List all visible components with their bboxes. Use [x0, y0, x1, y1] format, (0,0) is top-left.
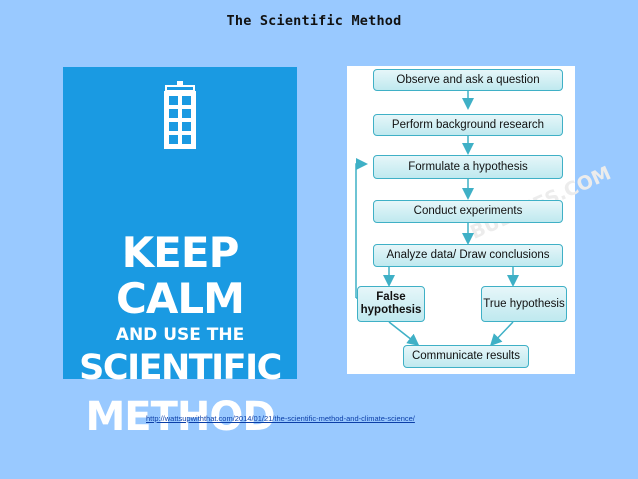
slide-title: The Scientific Method — [226, 13, 402, 29]
scientific-method-flowchart: BUDDIES.COM Observe and ask a question P… — [347, 66, 614, 374]
step-conduct-experiments: Conduct experiments — [373, 200, 563, 223]
poster-line-and-use-the: AND USE THE — [115, 325, 245, 345]
source-link[interactable]: http://wattsupwiththat.com/2014/01/21/th… — [146, 414, 415, 423]
keep-calm-poster: KEEP CALM AND USE THE SCIENTIFIC METHOD — [63, 67, 297, 437]
step-communicate-results: Communicate results — [403, 345, 529, 368]
step-observe: Observe and ask a question — [373, 69, 563, 91]
false-hypothesis-box: False hypothesis — [357, 286, 425, 322]
step-analyze-data: Analyze data/ Draw conclusions — [373, 244, 563, 267]
poster-line-method: METHOD — [85, 394, 275, 440]
poster-line-keep: KEEP — [121, 228, 240, 277]
step-formulate-hypothesis: Formulate a hypothesis — [373, 155, 563, 179]
poster-line-scientific: SCIENTIFIC — [79, 348, 282, 388]
step-background-research: Perform background research — [373, 114, 563, 136]
poster-line-calm: CALM — [116, 274, 245, 323]
police-box-icon — [164, 81, 196, 149]
true-hypothesis-box: True hypothesis — [481, 286, 567, 322]
